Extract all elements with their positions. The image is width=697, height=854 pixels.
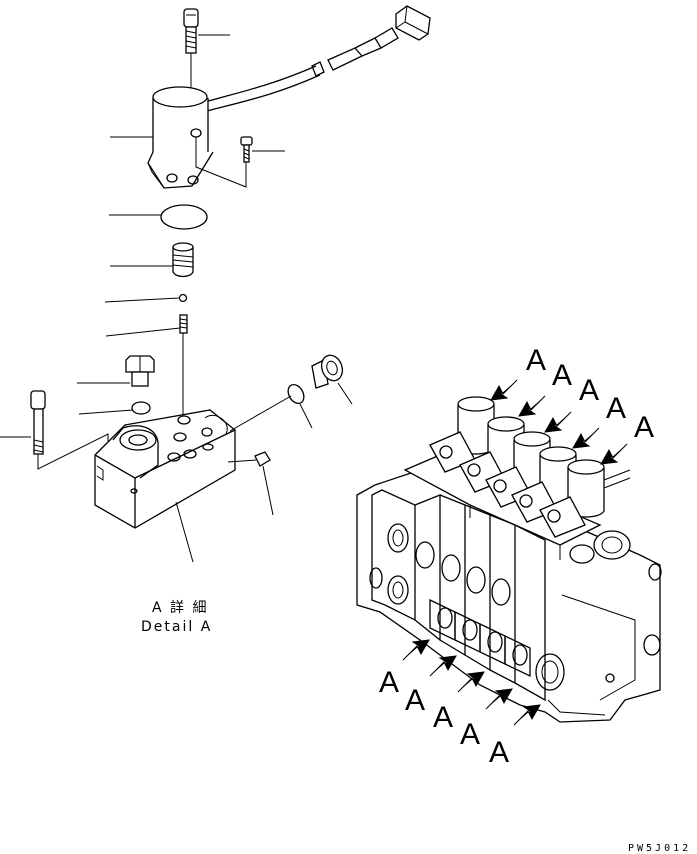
wire-connector [204, 5, 431, 112]
leader-line [175, 501, 194, 563]
view-label-a: A [433, 701, 453, 734]
view-label-a: A [379, 666, 399, 699]
block-fitting [254, 451, 271, 467]
caption-en: Detail A [141, 619, 212, 635]
top-bolt [183, 8, 199, 54]
long-bolt [30, 390, 46, 455]
solenoid-5 [539, 459, 631, 538]
view-label-a: A [526, 344, 546, 377]
plunger [172, 242, 194, 278]
washer [131, 401, 151, 415]
solenoid-coil [147, 86, 214, 189]
view-label-a: A [489, 736, 509, 769]
plug-bolt [125, 355, 155, 387]
solenoid-1 [429, 396, 495, 473]
small-screw [240, 136, 253, 163]
view-label-a: A [460, 718, 480, 751]
caption-jp: A 詳 細 [152, 600, 208, 616]
top-arrows [490, 379, 628, 465]
ball [178, 293, 188, 303]
drawing-code: PW5J012 [628, 843, 691, 854]
view-label-a: A [552, 359, 572, 392]
solenoid-row [429, 396, 631, 538]
bottom-arrows [402, 639, 541, 726]
side-plug [311, 354, 344, 389]
spring [179, 314, 188, 334]
view-label-a: A [634, 411, 654, 444]
view-label-a: A [606, 392, 626, 425]
o-ring [160, 204, 208, 230]
view-label-a: A [579, 374, 599, 407]
view-label-a: A [405, 684, 425, 717]
valve-block [94, 409, 236, 529]
o-ring-small [287, 384, 305, 404]
